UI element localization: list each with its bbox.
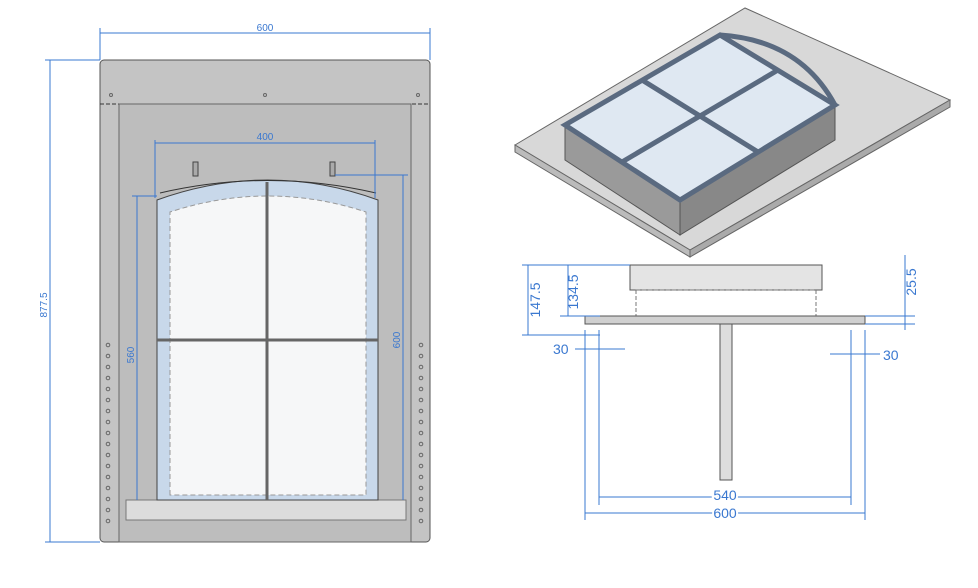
hole — [418, 485, 424, 491]
hole — [418, 375, 424, 381]
hole — [418, 342, 424, 348]
dim-window-height-right: 600 — [392, 331, 403, 348]
hole — [418, 452, 424, 458]
side-view: 147.5 134.5 25.5 30 30 540 600 — [522, 255, 919, 523]
hole — [418, 441, 424, 447]
hole — [105, 397, 111, 403]
dim-plate: 25.5 — [903, 268, 919, 295]
hole — [105, 441, 111, 447]
hole — [105, 430, 111, 436]
hole — [418, 353, 424, 359]
hole — [105, 452, 111, 458]
dim-offset-right: 30 — [883, 347, 899, 363]
hole — [418, 419, 424, 425]
hole — [105, 474, 111, 480]
hole — [418, 408, 424, 414]
hole — [418, 386, 424, 392]
hole — [105, 496, 111, 502]
dim-inner-width: 540 — [713, 487, 737, 503]
hole — [418, 430, 424, 436]
isometric-view — [514, 7, 952, 258]
hole — [105, 518, 111, 524]
hole — [418, 364, 424, 370]
hole — [105, 353, 111, 359]
hole — [418, 507, 424, 513]
hole — [105, 375, 111, 381]
dim-window-height-left: 560 — [126, 346, 137, 363]
post — [719, 323, 733, 481]
hole — [105, 364, 111, 370]
front-view: 600 877.5 400 560 600 — [39, 23, 431, 543]
sill — [125, 499, 407, 521]
side-plate — [584, 315, 866, 325]
hole — [105, 507, 111, 513]
dim-frame-height: 134.5 — [565, 274, 581, 309]
dim-height: 877.5 — [39, 292, 50, 317]
dim-total-height: 147.5 — [527, 282, 543, 317]
hole — [105, 419, 111, 425]
hole — [418, 518, 424, 524]
dim-outer-width: 600 — [713, 505, 737, 521]
dim-window-width: 400 — [257, 132, 274, 143]
hole — [418, 463, 424, 469]
hole — [105, 485, 111, 491]
hole — [105, 386, 111, 392]
dim-offset-left: 30 — [553, 341, 569, 357]
hole — [105, 463, 111, 469]
hole — [105, 408, 111, 414]
dim-width: 600 — [257, 23, 274, 34]
hole — [105, 342, 111, 348]
mounting-holes — [105, 342, 424, 524]
hole — [418, 474, 424, 480]
hole — [418, 397, 424, 403]
hole — [418, 496, 424, 502]
